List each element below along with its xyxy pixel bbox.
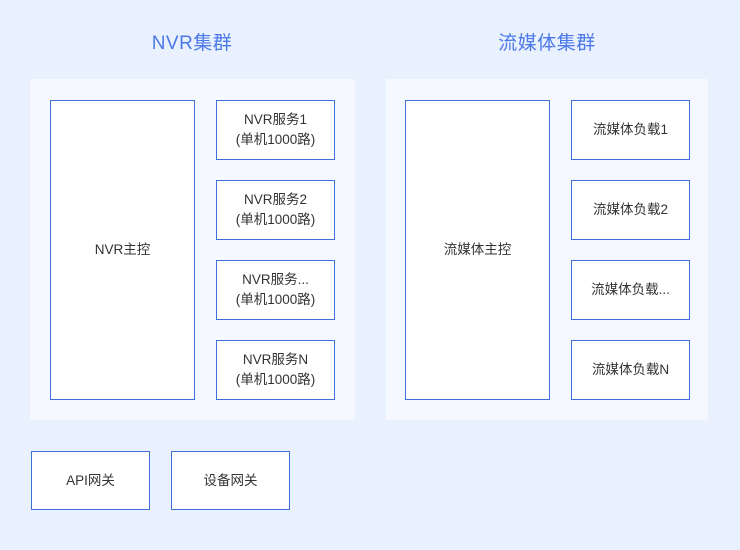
nvr-service-node-2[interactable]: NVR服务2 (单机1000路) xyxy=(216,180,335,240)
device-gateway-node[interactable]: 设备网关 xyxy=(171,451,290,510)
nvr-master-label: NVR主控 xyxy=(94,242,151,257)
nvr-service-node-1[interactable]: NVR服务1 (单机1000路) xyxy=(216,100,335,160)
nvr-service-node-n[interactable]: NVR服务N (单机1000路) xyxy=(216,340,335,400)
nvr-service-node-1-line1: NVR服务1 xyxy=(243,112,307,127)
nvr-service-node-ellipsis-line2: (单机1000路) xyxy=(235,292,316,307)
nvr-service-node-ellipsis-line1: NVR服务... xyxy=(242,272,309,287)
media-load-node-ellipsis[interactable]: 流媒体负载... xyxy=(571,260,690,320)
media-cluster-title: 流媒体集群 xyxy=(498,33,596,54)
media-load-node-2[interactable]: 流媒体负载2 xyxy=(571,180,690,240)
nvr-service-node-n-line1: NVR服务N xyxy=(242,352,309,367)
media-load-node-n[interactable]: 流媒体负载N xyxy=(571,340,690,400)
media-master-node[interactable]: 流媒体主控 xyxy=(405,100,550,400)
api-gateway-node[interactable]: API网关 xyxy=(31,451,150,510)
nvr-service-node-2-line2: (单机1000路) xyxy=(235,212,316,227)
api-gateway-label: API网关 xyxy=(66,472,115,488)
media-load-node-ellipsis-line1: 流媒体负载... xyxy=(591,282,670,297)
device-gateway-label: 设备网关 xyxy=(203,472,258,488)
media-load-node-n-line1: 流媒体负载N xyxy=(591,362,670,377)
media-load-node-1[interactable]: 流媒体负载1 xyxy=(571,100,690,160)
nvr-service-node-2-line1: NVR服务2 xyxy=(243,192,307,207)
nvr-service-node-n-line2: (单机1000路) xyxy=(235,372,316,387)
nvr-service-node-1-line2: (单机1000路) xyxy=(235,132,316,147)
nvr-cluster-title: NVR集群 xyxy=(151,33,233,54)
nvr-master-node[interactable]: NVR主控 xyxy=(50,100,195,400)
media-load-node-1-line1: 流媒体负载1 xyxy=(592,122,668,137)
media-master-label: 流媒体主控 xyxy=(443,242,512,257)
nvr-service-node-ellipsis[interactable]: NVR服务... (单机1000路) xyxy=(216,260,335,320)
media-load-node-2-line1: 流媒体负载2 xyxy=(592,202,668,217)
